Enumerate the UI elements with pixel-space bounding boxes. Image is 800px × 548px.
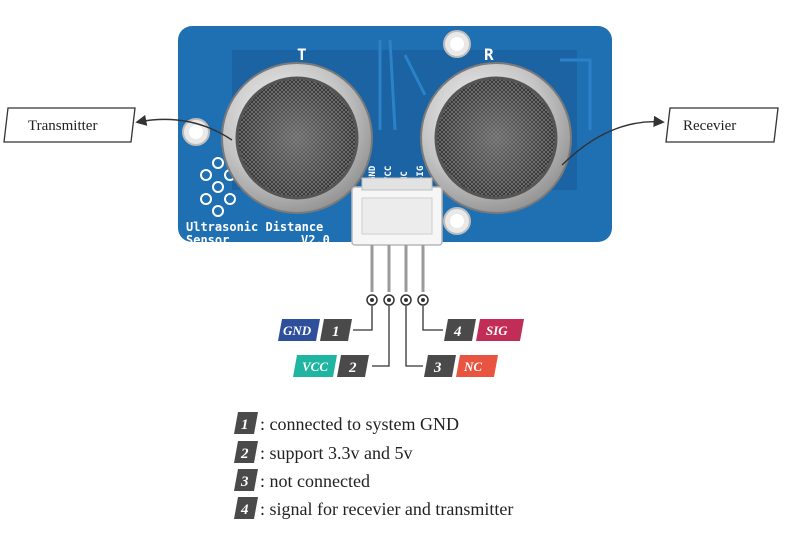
- pin-leaders: [353, 306, 443, 367]
- receiver-silk-label: R: [484, 45, 494, 64]
- legend-row-1: 1 : connected to system GND: [234, 412, 459, 434]
- legend-text-3: : not connected: [260, 471, 370, 491]
- pin-3-number: 3: [433, 360, 442, 376]
- pin-3-badge-bg: [424, 355, 456, 377]
- pin-4-number: 4: [453, 324, 462, 340]
- pin-4-badge-bg: [444, 319, 476, 341]
- legend-row-2: 2 : support 3.3v and 5v: [234, 441, 413, 463]
- silk-pin-nc: NC: [400, 171, 410, 182]
- silk-pin-gnd: GND: [368, 165, 378, 182]
- pin-1-badge-bg: [320, 319, 352, 341]
- legend-text-4: : signal for recevier and transmitter: [260, 499, 513, 519]
- transmitter-transducer: [221, 62, 373, 214]
- pin-1-group: GND 1: [278, 319, 352, 341]
- legend-number-2: 2: [240, 446, 249, 462]
- pin-legend: 1 : connected to system GND 2 : support …: [234, 412, 513, 519]
- pin-3-group: 3 NC: [424, 355, 498, 377]
- silk-pin-sig: SIG: [416, 166, 426, 182]
- legend-row-3: 3 : not connected: [234, 469, 370, 491]
- pin-2-badge-bg: [337, 355, 369, 377]
- mounting-hole-bottom-inner: [450, 214, 464, 228]
- legend-number-1: 1: [241, 417, 249, 433]
- grove-connector: [351, 177, 443, 292]
- pin-4-group: 4 SIG: [444, 319, 524, 341]
- legend-text-1: : connected to system GND: [260, 414, 459, 434]
- pin-2-group: VCC 2: [293, 355, 369, 377]
- mounting-hole-top-inner: [450, 37, 464, 51]
- transmitter-silk-label: T: [297, 45, 307, 64]
- transmitter-callout: Transmitter: [3, 107, 233, 143]
- pcb-traces: [378, 39, 592, 131]
- pin-1-number: 1: [332, 324, 340, 340]
- pin-3-tag: NC: [463, 359, 482, 374]
- transmitter-callout-label: Transmitter: [28, 118, 97, 134]
- board-version: V2.0: [301, 233, 330, 247]
- legend-number-3: 3: [240, 474, 249, 490]
- pin-1-tag: GND: [283, 323, 312, 338]
- receiver-callout-label: Recevier: [683, 118, 736, 134]
- receiver-transducer: [420, 62, 572, 214]
- pin-2-tag: VCC: [302, 359, 328, 374]
- pin-1-tag-bg: [278, 319, 320, 341]
- legend-text-2: : support 3.3v and 5v: [260, 443, 413, 463]
- board-title-line1: Ultrasonic Distance: [186, 220, 323, 234]
- legend-row-4: 4 : signal for recevier and transmitter: [234, 497, 513, 519]
- pin-2-number: 2: [348, 360, 357, 376]
- board-title-line2: Sensor: [186, 233, 229, 247]
- mounting-hole-left-inner: [189, 125, 203, 139]
- receiver-callout: Recevier: [561, 107, 779, 166]
- pin-4-tag: SIG: [486, 323, 508, 338]
- legend-number-4: 4: [240, 502, 249, 518]
- pin-ends: [366, 294, 429, 306]
- pin-3-tag-bg: [456, 355, 498, 377]
- silk-pin-vcc: VCC: [384, 166, 394, 182]
- pin-4-tag-bg: [476, 319, 524, 341]
- pin-2-tag-bg: [293, 355, 337, 377]
